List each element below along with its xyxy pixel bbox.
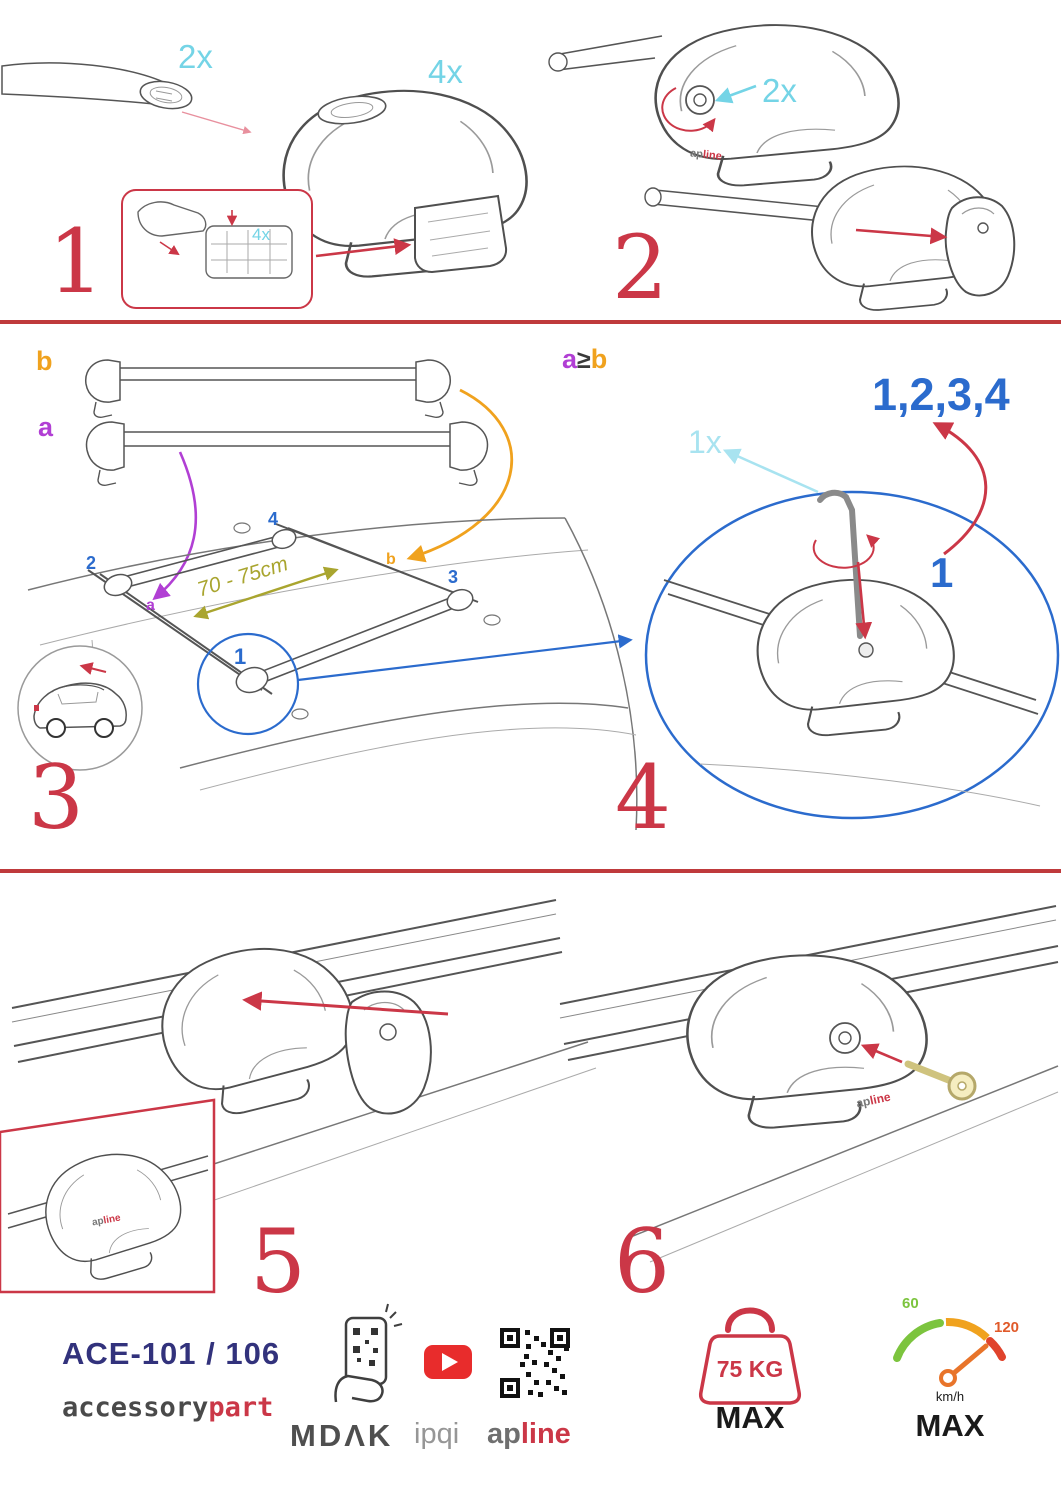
product-model: ACE-101 / 106 (62, 1336, 281, 1371)
ipqi-logo: ipqi (414, 1418, 460, 1450)
youtube-icon (424, 1345, 472, 1379)
step1-crossbar-illustration (1, 62, 252, 135)
step1-number: 1 (48, 210, 104, 313)
accessorypart-red: part (208, 1392, 274, 1423)
accessorypart-gray: accessory (62, 1392, 209, 1423)
formula-operator: ≥ (577, 346, 591, 374)
step3-bar-a-label: a (38, 412, 54, 442)
step3-purple-arrow (152, 451, 198, 601)
step4-number: 4 (615, 746, 671, 849)
step3-highlight-circle (196, 632, 300, 736)
formula-a: a (562, 344, 578, 374)
section-divider-1 (0, 320, 1061, 324)
step1-foot-illustration (282, 89, 528, 278)
max-speed-label: MAX (915, 1408, 985, 1443)
step3-position-2: 2 (86, 553, 97, 573)
step4-magnifier-illustration (644, 489, 1060, 820)
step1-detail-inset (121, 189, 412, 309)
step1-foot-quantity: 4x (428, 53, 463, 90)
step5-number: 5 (250, 1210, 306, 1313)
formula-b: b (590, 344, 608, 374)
step3-bar-b-label: b (36, 346, 53, 376)
step4-tighten-sequence: 1,2,3,4 (872, 369, 1010, 420)
qr-code (500, 1328, 570, 1398)
step3-position-a: a (146, 597, 155, 614)
step2-number: 2 (612, 216, 668, 319)
step5-illustration (11, 899, 597, 1251)
accessorypart-logo: accessorypart (62, 1394, 273, 1421)
max-weight-value: 75 KG (716, 1356, 784, 1382)
step3-position-b: b (386, 551, 396, 568)
step4-sequence-arrow (932, 422, 988, 556)
step3-position-3: 3 (448, 567, 459, 587)
speed-unit-label: km/h (935, 1389, 965, 1404)
step3-bar-a-illustration (85, 421, 489, 486)
step1-bar-quantity: 2x (178, 38, 213, 75)
step3-to-step4-arrow (297, 634, 633, 682)
step1-pads-quantity: 4x (252, 225, 270, 244)
step3-bar-b-illustration (85, 359, 451, 418)
apline-red: line (520, 1418, 571, 1450)
step2-upper-foot-illustration (548, 23, 900, 187)
step3-position-4: 4 (268, 509, 279, 529)
step4-formula: a≥b (562, 346, 607, 373)
step6-number: 6 (614, 1210, 670, 1313)
step4-tool-quantity: 1x (688, 424, 722, 460)
phone-qr-icon (334, 1303, 403, 1403)
step6-illustration (559, 905, 1059, 1263)
brand-line: line (702, 148, 723, 163)
max-weight-label: MAX (715, 1400, 785, 1435)
step3-orange-arrow (406, 388, 513, 563)
speed-high-label: 120 (994, 1319, 1020, 1336)
step3-car-inset (17, 645, 143, 771)
step2-keys-quantity: 2x (762, 72, 797, 109)
step2-lower-foot-illustration (644, 165, 1016, 312)
mdak-logo: MDΛK (290, 1418, 394, 1453)
step4-position-1: 1 (930, 549, 954, 596)
apline-gray: ap (487, 1418, 521, 1450)
speedometer-icon (893, 1317, 1006, 1387)
step3-number: 3 (28, 746, 84, 849)
speed-low-label: 60 (902, 1295, 919, 1312)
step3-dimension-arrow (193, 566, 339, 620)
section-divider-2 (0, 869, 1061, 873)
apline-logo: apline (487, 1420, 571, 1449)
step3-position-1: 1 (234, 644, 247, 669)
step4-tool-pointer (722, 448, 819, 494)
step5-locked-inset (0, 1098, 216, 1294)
weight-limit-icon (698, 1307, 802, 1405)
